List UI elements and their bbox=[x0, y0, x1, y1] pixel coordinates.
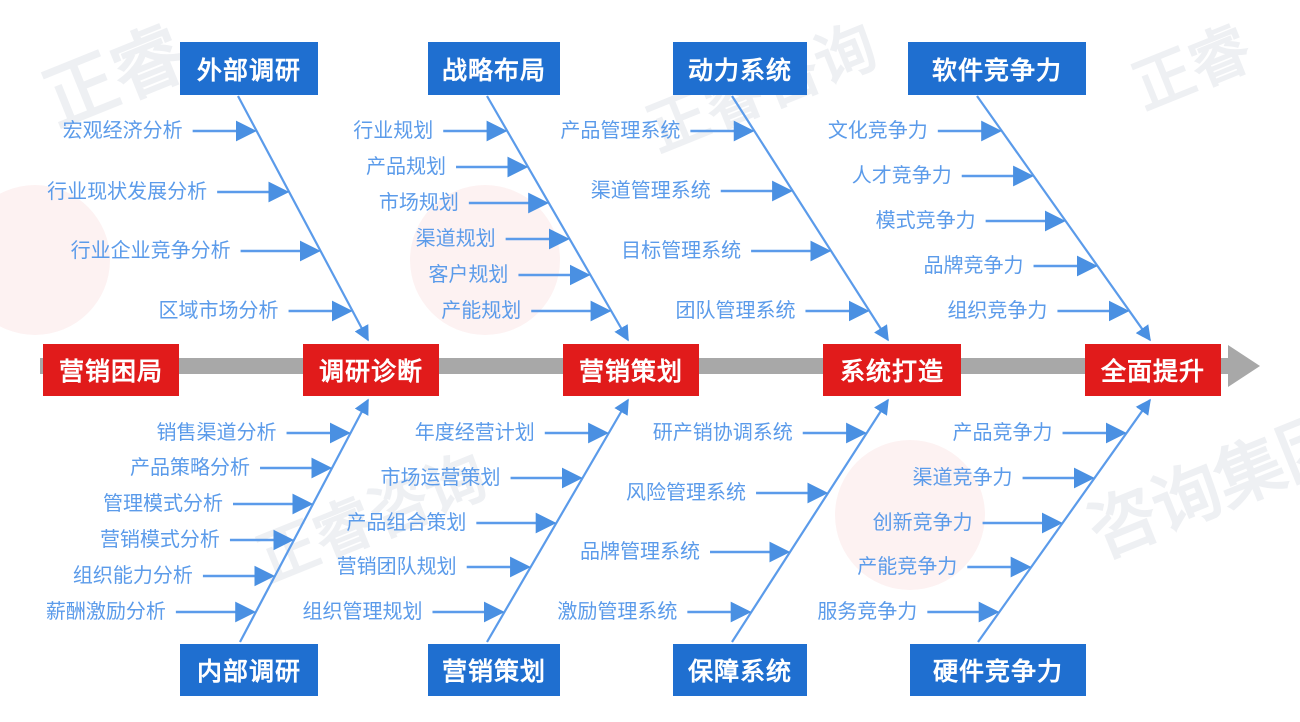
bottom-cause-label-4-1: 产品竞争力 bbox=[952, 422, 1053, 444]
top-cause-label-2-6: 产能规划 bbox=[441, 300, 522, 322]
bottom-cause-label-2-5: 组织管理规划 bbox=[302, 601, 423, 623]
top-cause-label-2-5: 客户规划 bbox=[428, 264, 509, 286]
top-cause-label-2-1: 行业规划 bbox=[353, 120, 434, 142]
bottom-category-box-1[interactable]: 内部调研 bbox=[180, 644, 318, 696]
top-cause-label-4-4: 品牌竞争力 bbox=[923, 255, 1024, 277]
bottom-cause-label-1-1: 销售渠道分析 bbox=[156, 422, 277, 444]
top-cause-label-4-1: 文化竞争力 bbox=[827, 120, 928, 142]
bottom-cause-label-3-1: 研产销协调系统 bbox=[652, 422, 793, 444]
top-category-box-2[interactable]: 战略布局 bbox=[428, 42, 560, 95]
top-rib-line-1 bbox=[237, 95, 369, 342]
top-cause-label-3-2: 渠道管理系统 bbox=[590, 180, 711, 202]
top-cause-label-1-1: 宏观经济分析 bbox=[62, 120, 183, 142]
bottom-cause-label-1-3: 管理模式分析 bbox=[102, 493, 223, 515]
spine-arrowhead bbox=[1228, 345, 1260, 387]
top-cause-label-2-4: 渠道规划 bbox=[415, 228, 496, 250]
top-cause-label-3-3: 目标管理系统 bbox=[621, 240, 742, 262]
top-cause-label-2-2: 产品规划 bbox=[366, 156, 447, 178]
bottom-cause-label-1-6: 薪酬激励分析 bbox=[45, 601, 166, 623]
bottom-category-box-4[interactable]: 硬件竞争力 bbox=[910, 644, 1086, 696]
stage-box-4[interactable]: 系统打造 bbox=[823, 344, 961, 396]
top-cause-label-3-4: 团队管理系统 bbox=[675, 300, 796, 322]
top-rib-line-3 bbox=[731, 95, 889, 342]
stage-box-3[interactable]: 营销策划 bbox=[563, 344, 699, 396]
stage-box-5[interactable]: 全面提升 bbox=[1085, 344, 1221, 396]
top-cause-label-1-3: 行业企业竞争分析 bbox=[70, 240, 231, 262]
bottom-cause-label-2-4: 营销团队规划 bbox=[336, 556, 457, 578]
bottom-cause-label-4-3: 创新竞争力 bbox=[872, 512, 973, 534]
bottom-category-box-2[interactable]: 营销策划 bbox=[428, 644, 560, 696]
top-category-box-4[interactable]: 软件竞争力 bbox=[908, 42, 1086, 95]
top-category-box-3[interactable]: 动力系统 bbox=[673, 42, 807, 95]
bottom-cause-label-4-5: 服务竞争力 bbox=[817, 601, 918, 623]
bottom-cause-label-3-4: 激励管理系统 bbox=[557, 601, 678, 623]
top-cause-label-1-2: 行业现状发展分析 bbox=[47, 181, 208, 203]
bottom-cause-label-2-3: 产品组合策划 bbox=[346, 512, 467, 534]
top-cause-label-4-3: 模式竞争力 bbox=[875, 210, 976, 232]
top-rib-line-2 bbox=[486, 95, 629, 342]
top-cause-label-4-5: 组织竞争力 bbox=[947, 300, 1048, 322]
bottom-cause-label-2-1: 年度经营计划 bbox=[414, 422, 535, 444]
stage-box-1[interactable]: 营销困局 bbox=[43, 344, 179, 396]
bottom-cause-label-1-2: 产品策略分析 bbox=[130, 457, 251, 479]
top-cause-label-4-2: 人才竞争力 bbox=[851, 165, 952, 187]
stage-box-2[interactable]: 调研诊断 bbox=[303, 344, 439, 396]
top-cause-label-2-3: 市场规划 bbox=[378, 192, 459, 214]
top-cause-label-3-1: 产品管理系统 bbox=[560, 120, 681, 142]
top-category-box-1[interactable]: 外部调研 bbox=[180, 42, 318, 95]
bottom-category-box-3[interactable]: 保障系统 bbox=[673, 644, 807, 696]
bottom-cause-label-3-3: 品牌管理系统 bbox=[580, 541, 701, 563]
bottom-cause-label-3-2: 风险管理系统 bbox=[626, 482, 747, 504]
bottom-cause-label-4-2: 渠道竞争力 bbox=[912, 467, 1013, 489]
bottom-cause-label-1-4: 营销模式分析 bbox=[99, 529, 220, 551]
bottom-cause-label-1-5: 组织能力分析 bbox=[72, 565, 193, 587]
top-cause-label-1-4: 区域市场分析 bbox=[158, 300, 279, 322]
bottom-cause-label-4-4: 产能竞争力 bbox=[857, 556, 958, 578]
bottom-cause-label-2-2: 市场运营策划 bbox=[380, 467, 501, 489]
